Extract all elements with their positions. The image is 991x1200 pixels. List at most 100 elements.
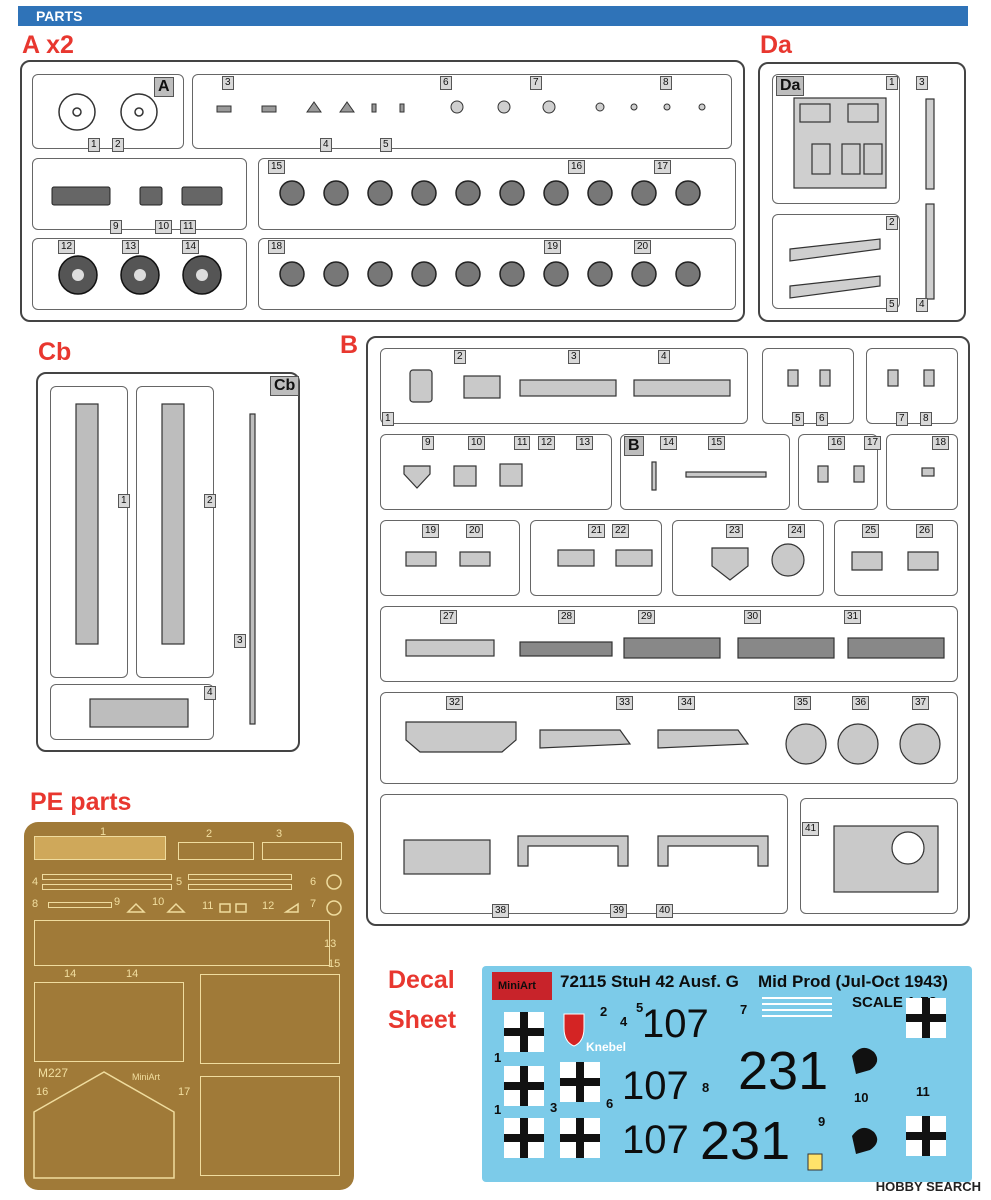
part-number: 11 — [180, 220, 197, 234]
part-number: 9 — [422, 436, 434, 450]
sprue-a-cell — [258, 238, 736, 310]
part-number: 7 — [896, 412, 908, 426]
decal-name: Knebel — [586, 1040, 627, 1054]
part-number: 3 — [568, 350, 580, 364]
sprue-b-cell — [620, 434, 790, 510]
pe-number: 7 — [310, 898, 317, 910]
part-number: 9 — [110, 220, 122, 234]
sprue-da-frame: Da 1 2 3 4 5 — [758, 62, 966, 322]
part-number: 16 — [568, 160, 586, 174]
sprue-da-tag: Da — [776, 76, 805, 96]
miniart-logo: MiniArt — [492, 972, 552, 1000]
small-decal — [807, 1153, 823, 1171]
sprue-cb-frame: Cb 1 2 3 4 — [36, 372, 300, 752]
decal-number: 107 — [622, 1118, 689, 1162]
sprue-b-cell — [380, 348, 748, 424]
part-number: 2 — [112, 138, 124, 152]
part-number: 2 — [204, 494, 216, 508]
pe-part — [188, 874, 292, 880]
part-number: 2 — [886, 216, 898, 230]
decal-marker: 1 — [494, 1102, 502, 1117]
part-number: 11 — [514, 436, 531, 450]
part-number: 6 — [440, 76, 452, 90]
part-number: 3 — [234, 634, 246, 648]
pe-number: 4 — [32, 876, 39, 888]
part-number: 3 — [916, 76, 928, 90]
part-number: 32 — [446, 696, 464, 710]
part-number: 6 — [816, 412, 828, 426]
decal-marker: 3 — [550, 1100, 558, 1115]
part-number: 1 — [118, 494, 130, 508]
part-number: 1 — [88, 138, 100, 152]
watermark: HOBBY SEARCH — [875, 1179, 981, 1194]
bear-icon — [852, 1127, 878, 1154]
sprue-b-frame: B — [366, 336, 970, 926]
sprue-da-parts — [789, 97, 935, 300]
sprue-cb-cell — [50, 684, 214, 740]
part-number: 24 — [788, 524, 806, 538]
part-number: 25 — [862, 524, 880, 538]
part-number: 1 — [382, 412, 394, 426]
sprue-b-cell — [380, 692, 958, 784]
part-number: 38 — [492, 904, 510, 918]
section-label-decal: Decal — [388, 966, 455, 994]
section-label-da: Da — [760, 31, 792, 59]
decal-title: 72115 StuH 42 Ausf. G — [560, 972, 739, 991]
part-number: 1 — [886, 76, 898, 90]
decal-marker: 5 — [636, 1000, 644, 1015]
pe-number: 13 — [324, 938, 337, 950]
part-number: 3 — [222, 76, 234, 90]
pe-number: 15 — [328, 958, 341, 970]
pe-number: 5 — [176, 876, 183, 888]
header-title: PARTS — [36, 8, 83, 24]
section-label-sheet: Sheet — [388, 1006, 457, 1034]
pe-number: 3 — [276, 828, 283, 840]
part-number: 40 — [656, 904, 674, 918]
part-number: 4 — [916, 298, 928, 312]
sprue-a-cell — [32, 238, 247, 310]
decal-marker: 7 — [740, 1002, 748, 1017]
decal-graphics — [504, 997, 946, 1171]
decal-subtitle: Mid Prod (Jul-Oct 1943) — [758, 972, 948, 991]
part-number: 34 — [678, 696, 696, 710]
part-number: 5 — [792, 412, 804, 426]
part-number: 16 — [828, 436, 846, 450]
decal-marker: 8 — [702, 1080, 710, 1095]
pe-part — [200, 974, 340, 1064]
pe-shapes — [33, 874, 342, 1179]
sprue-da-cell — [772, 74, 900, 204]
pe-part — [42, 874, 172, 880]
part-number: 18 — [268, 240, 286, 254]
sprue-b-cell — [380, 434, 612, 510]
pe-part — [34, 982, 184, 1062]
sprue-b-cell — [530, 520, 662, 596]
part-number: 20 — [634, 240, 652, 254]
part-number: 4 — [204, 686, 216, 700]
sprue-b-parts — [403, 369, 945, 893]
part-number: 39 — [610, 904, 628, 918]
part-number: 10 — [155, 220, 173, 234]
pe-number: 14 — [126, 968, 139, 980]
decal-marker: 2 — [600, 1004, 608, 1019]
pe-number: 2 — [206, 828, 213, 840]
pe-number: 14 — [64, 968, 77, 980]
sprue-b-cell — [380, 606, 958, 682]
section-label-cb: Cb — [38, 338, 72, 366]
pe-number: 16 — [36, 1086, 49, 1098]
pe-part — [200, 1076, 340, 1176]
pe-number: 12 — [262, 900, 275, 912]
part-number: 20 — [466, 524, 484, 538]
part-number: 33 — [616, 696, 634, 710]
decal-number: 231 — [700, 1111, 791, 1171]
pe-part — [262, 842, 342, 860]
part-number: 22 — [612, 524, 630, 538]
shield-icon — [563, 1013, 585, 1047]
part-number: 14 — [182, 240, 200, 254]
part-number: 18 — [932, 436, 950, 450]
part-number: 12 — [58, 240, 76, 254]
part-number: 26 — [916, 524, 934, 538]
sprue-a-cell — [32, 158, 247, 230]
pe-number: 8 — [32, 898, 39, 910]
part-number: 13 — [122, 240, 140, 254]
part-number: 17 — [654, 160, 672, 174]
